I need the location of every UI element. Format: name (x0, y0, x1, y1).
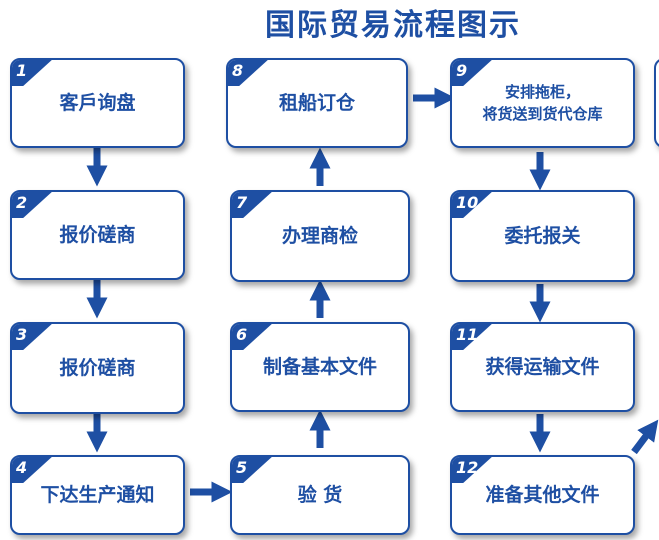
step-box-10: 10 委托报关 (450, 190, 635, 282)
step-box-3: 3 报价磋商 (10, 322, 185, 414)
step-number: 1 (16, 61, 28, 80)
step-box-5: 5 验 货 (230, 455, 410, 535)
step-number: 9 (456, 61, 468, 80)
step-number: 2 (16, 193, 28, 212)
step-box-7: 7 办理商检 (230, 190, 410, 282)
step-number: 5 (236, 458, 248, 477)
step-box-1: 1 客戶询盘 (10, 58, 185, 148)
step-label: 报价磋商 (59, 357, 136, 379)
step-number: 8 (232, 61, 244, 80)
diagram-title: 国际贸易流程图示 (265, 8, 521, 43)
step-box-4: 4 下达生产通知 (10, 455, 185, 535)
step-label: 租船订仓 (278, 92, 355, 114)
arrow-12-next (631, 419, 659, 455)
step-box-2: 2 报价磋商 (10, 190, 185, 280)
step-number: 11 (456, 325, 479, 344)
step-label: 安排拖柜， 将货送到货代仓库 (482, 83, 603, 123)
step-label: 制备基本文件 (262, 356, 377, 378)
step-label: 办理商检 (281, 225, 358, 247)
step-label: 获得运输文件 (485, 356, 600, 378)
step-label: 准备其他文件 (485, 484, 600, 506)
step-box-6: 6 制备基本文件 (230, 322, 410, 412)
step-number: 6 (236, 325, 248, 344)
step-box-11: 11 获得运输文件 (450, 322, 635, 412)
step-number: 12 (456, 458, 479, 477)
step-number: 10 (456, 193, 479, 212)
step-box-12: 12 准备其他文件 (450, 455, 635, 535)
step-label: 报价磋商 (59, 224, 136, 246)
step-number: 4 (16, 458, 28, 477)
step-label: 客戶询盘 (59, 92, 136, 114)
step-label: 委托报关 (504, 225, 581, 247)
step-number: 3 (16, 325, 28, 344)
step-box-8: 8 租船订仓 (226, 58, 408, 148)
step-label: 下达生产通知 (40, 484, 155, 506)
step-label: 验 货 (297, 484, 343, 506)
step-number: 7 (236, 193, 248, 212)
step-box-partial (654, 58, 659, 148)
step-box-9: 9 安排拖柜， 将货送到货代仓库 (450, 58, 635, 148)
